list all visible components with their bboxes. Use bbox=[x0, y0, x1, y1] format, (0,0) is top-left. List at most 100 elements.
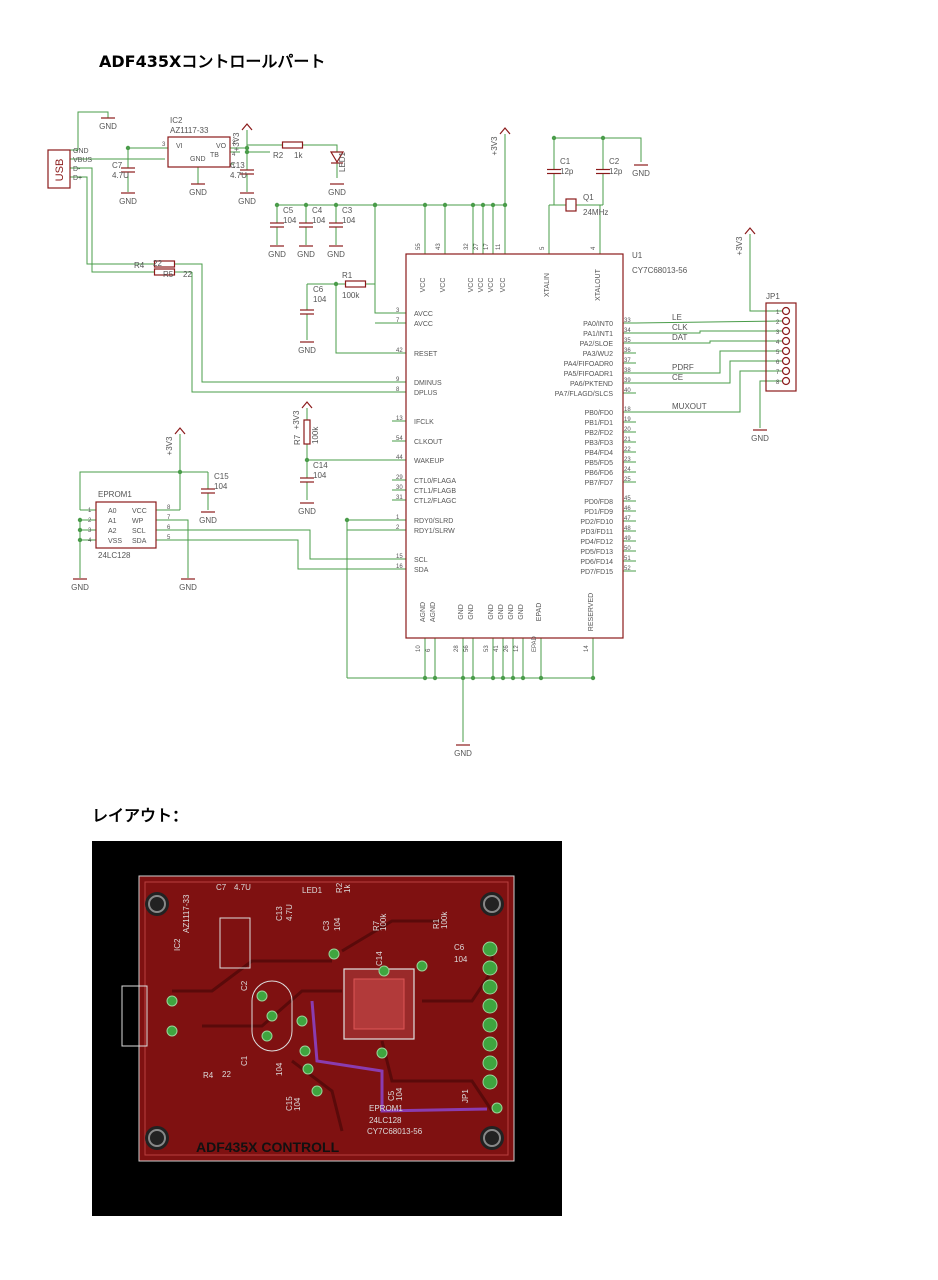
junction-dot bbox=[274, 202, 280, 208]
capacitor-value: 104 bbox=[214, 482, 228, 491]
pcb-label: C13 bbox=[275, 906, 284, 921]
junction-dot bbox=[432, 675, 438, 681]
pcb-label: R1 bbox=[432, 918, 441, 929]
u1-pin-number: 50 bbox=[624, 546, 631, 552]
via-pad bbox=[302, 1063, 314, 1075]
pcb-label: 100k bbox=[440, 911, 449, 929]
crystal-icon bbox=[565, 198, 577, 212]
ground-label: GND bbox=[327, 250, 345, 259]
u1-pin-label: PA7/FLAGD/SLCS bbox=[555, 391, 614, 398]
net-label: MUXOUT bbox=[672, 402, 707, 411]
pcb-label: R2 bbox=[335, 882, 344, 893]
junction-dot bbox=[590, 675, 596, 681]
u1-pin-number: 27 bbox=[474, 243, 480, 250]
u1-pin-label: RESERVED bbox=[588, 593, 595, 631]
u1-pin-label: CLKOUT bbox=[414, 439, 443, 446]
u1-pin-label: WAKEUP bbox=[414, 458, 444, 465]
junction-dot bbox=[303, 202, 309, 208]
capacitor-label: C3 bbox=[342, 206, 353, 215]
u1-pin-number: 21 bbox=[624, 437, 631, 443]
resistor-value: 1k bbox=[294, 151, 303, 160]
junction-dot bbox=[77, 517, 83, 523]
u1-pin-number: 2 bbox=[396, 525, 400, 531]
u1-pin-label: PD7/FD15 bbox=[580, 569, 613, 576]
jp1-pin-number: 5 bbox=[776, 350, 780, 356]
header-pad bbox=[482, 1036, 498, 1052]
wire bbox=[759, 380, 782, 428]
usb-pin-label: VBUS bbox=[73, 157, 92, 164]
jp1-pin-number: 6 bbox=[776, 360, 780, 366]
u1-pin-label: VCC bbox=[468, 278, 475, 293]
pcb-label: C7 bbox=[216, 883, 227, 892]
junction-dot bbox=[422, 202, 428, 208]
u1-pin-number: 16 bbox=[396, 564, 403, 570]
capacitor-label: C1 bbox=[560, 157, 571, 166]
ground-label: GND bbox=[298, 346, 316, 355]
via-pad bbox=[299, 1045, 311, 1057]
capacitor-value: 104 bbox=[313, 471, 327, 480]
u1-pin-number: 43 bbox=[436, 243, 442, 250]
capacitor-value: 104 bbox=[312, 216, 326, 225]
u1-pin-number: 46 bbox=[624, 506, 631, 512]
pcb-label: C3 bbox=[322, 920, 331, 931]
u1-pin-label: PA4/FIFOADR0 bbox=[564, 361, 613, 368]
capacitor-value: 104 bbox=[283, 216, 297, 225]
u1-pin-number: 54 bbox=[396, 436, 403, 442]
capacitor-label: C4 bbox=[312, 206, 323, 215]
via-pad bbox=[378, 965, 390, 977]
eprom-pin-number: 1 bbox=[88, 508, 92, 514]
eprom-pin-label: SDA bbox=[132, 538, 147, 545]
junction-dot bbox=[244, 149, 250, 155]
u1-pin-label: PA1/INT1 bbox=[583, 331, 613, 338]
u1-pin-label: PD1/FD9 bbox=[584, 509, 613, 516]
via-pad bbox=[261, 1030, 273, 1042]
u1-pin-number: 7 bbox=[396, 318, 400, 324]
ground-label: GND bbox=[297, 250, 315, 259]
header-pad bbox=[482, 1074, 498, 1090]
resistor-label: R4 bbox=[134, 261, 145, 270]
resistor-symbol bbox=[303, 419, 311, 445]
regulator-pin-number: 3 bbox=[162, 142, 166, 148]
resistor-symbol bbox=[153, 268, 176, 276]
power-arrow-icon bbox=[241, 123, 253, 131]
junction-dot bbox=[520, 675, 526, 681]
eprom-pin-number: 4 bbox=[88, 538, 92, 544]
u1-pin-label: GND bbox=[518, 604, 525, 620]
pcb-trace bbox=[380, 1040, 494, 1112]
pcb-label: 4.7U bbox=[285, 904, 294, 921]
junction-dot bbox=[304, 457, 310, 463]
pcb-trace bbox=[310, 1000, 488, 1113]
u1-body bbox=[405, 253, 624, 639]
pcb-label: C6 bbox=[454, 943, 465, 952]
via-pad bbox=[166, 995, 178, 1007]
mounting-hole-icon bbox=[483, 895, 501, 913]
jp1-header bbox=[765, 302, 797, 392]
power-arrow-icon bbox=[301, 401, 313, 409]
jp1-pin-number: 3 bbox=[776, 330, 780, 336]
regulator-value: AZ1117-33 bbox=[170, 126, 209, 135]
u1-pin-label: VCC bbox=[420, 278, 427, 293]
junction-dot bbox=[333, 202, 339, 208]
pcb-label: IC2 bbox=[173, 938, 182, 951]
resistor-symbol bbox=[153, 260, 176, 268]
capacitor-value: 4.7U bbox=[112, 171, 129, 180]
u1-pin-label: PD2/FD10 bbox=[580, 519, 613, 526]
eprom-pin-label: WP bbox=[132, 518, 144, 525]
power-label: +3V3 bbox=[490, 136, 499, 155]
u1-pin-label: PD0/FD8 bbox=[584, 499, 613, 506]
u1-pin-label: PB5/FD5 bbox=[585, 460, 614, 467]
resistor-value: 100k bbox=[342, 291, 360, 300]
wire bbox=[635, 320, 783, 324]
u1-pin-number: 55 bbox=[416, 243, 422, 250]
led-icon bbox=[329, 151, 345, 164]
u1-pin-number: 39 bbox=[624, 378, 631, 384]
u1-pin-label: AGND bbox=[430, 602, 437, 622]
regulator-pin-label: VI bbox=[176, 143, 183, 150]
u1-pin-number: 9 bbox=[396, 377, 400, 383]
regulator-pin-number: 2 bbox=[232, 140, 236, 146]
regulator-pin-label: TB bbox=[210, 152, 219, 159]
wire bbox=[636, 340, 782, 344]
